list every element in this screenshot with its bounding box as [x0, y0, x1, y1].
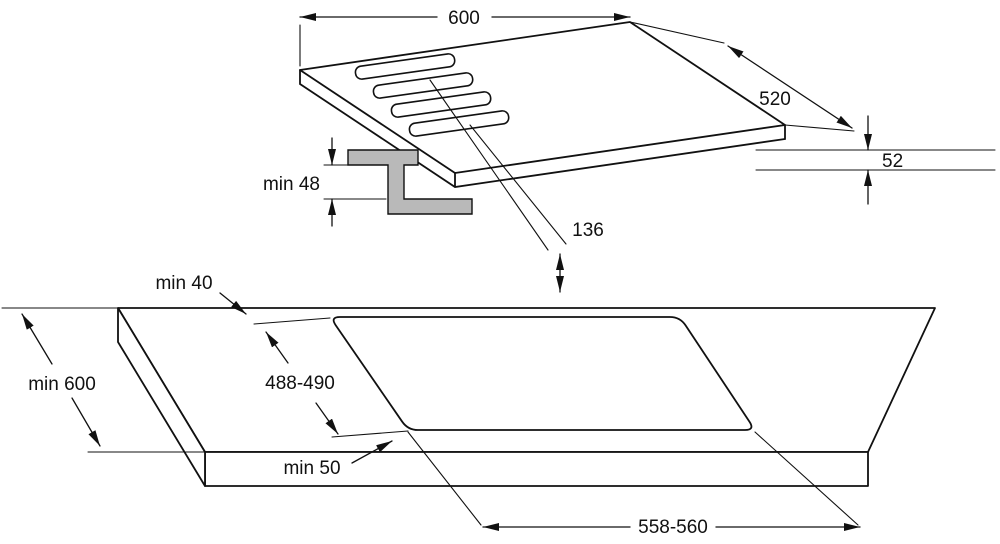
leader-line [219, 292, 247, 315]
dimension-line [71, 397, 101, 447]
extension-line [784, 124, 855, 132]
dimension-line [315, 402, 339, 435]
burner-bars [354, 53, 510, 137]
dim-hob-height: 52 [755, 115, 996, 205]
burner-bar [372, 72, 474, 99]
leader-line [469, 124, 567, 245]
extension-line [629, 21, 725, 44]
extension-line [253, 317, 331, 325]
cutout-depth-label: 488-490 [265, 373, 335, 394]
worktop-cutout [332, 316, 753, 431]
dim-hob-depth: 520 [629, 21, 855, 132]
hob-width-label: 600 [448, 8, 480, 29]
dim-worktop-depth: min 600 [1, 307, 206, 453]
dimension-line [265, 331, 289, 364]
worktop-depth-label: min 600 [28, 374, 96, 395]
dim-front-clearance: min 50 [283, 440, 393, 479]
hob-view: 600 520 52 min 48 [263, 8, 996, 293]
clearance-below-label: min 48 [263, 174, 320, 195]
cutout-width-label: 558-560 [638, 517, 708, 538]
edge-clearance-label: min 40 [155, 273, 212, 294]
dim-cutout-width: 558-560 [407, 431, 861, 538]
worktop-left-face [117, 307, 206, 487]
dim-cutout-depth: 488-490 [253, 317, 409, 438]
burner-bar [408, 110, 510, 137]
extension-line [331, 430, 409, 438]
mounting-bracket [347, 149, 473, 215]
leader-line [429, 79, 549, 251]
extension-line [754, 431, 859, 526]
burner-bar [390, 91, 492, 118]
hob-depth-label: 520 [759, 89, 791, 110]
extension-line [407, 431, 482, 526]
front-clearance-label: min 50 [283, 458, 340, 479]
burner-bar [354, 53, 456, 80]
dim-hob-width: 600 [299, 8, 631, 67]
hob-side-edges [299, 69, 786, 188]
worktop-view: min 40 min 600 488-490 min 50 [1, 273, 936, 538]
leader-line [351, 440, 393, 464]
burner-offset-label: 136 [572, 220, 604, 241]
hob-height-label: 52 [882, 151, 903, 172]
dim-burner-offset: 136 [429, 79, 604, 293]
dimension-line [21, 313, 53, 365]
dim-edge-clearance: min 40 [155, 273, 247, 315]
dimension-line [727, 45, 853, 129]
dim-clearance-below: min 48 [263, 137, 387, 227]
